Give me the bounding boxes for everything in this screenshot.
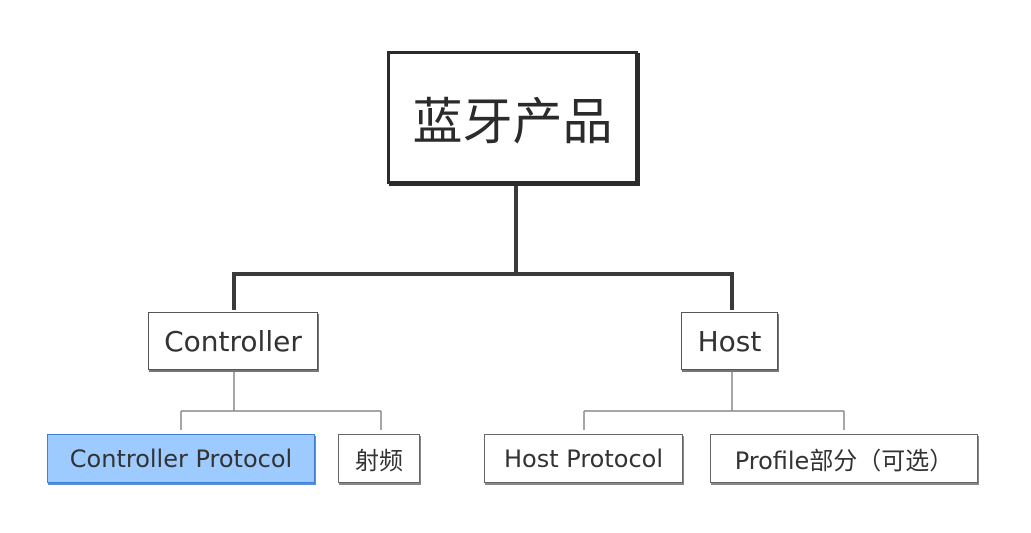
controller-node: Controller <box>148 312 318 370</box>
host-node: Host <box>681 312 778 370</box>
host-protocol-node-label: Host Protocol <box>504 444 663 473</box>
controller-node-label: Controller <box>164 324 302 358</box>
profile-node: Profile部分（可选） <box>710 434 978 483</box>
host-node-label: Host <box>697 324 762 358</box>
root-node: 蓝牙产品 <box>387 51 638 184</box>
rf-node-label: 射频 <box>355 447 403 475</box>
profile-node-label: Profile部分（可选） <box>734 447 954 475</box>
rf-node: 射频 <box>338 434 420 483</box>
controller-protocol-node-label: Controller Protocol <box>69 444 293 473</box>
host-protocol-node: Host Protocol <box>484 434 683 483</box>
controller-protocol-node: Controller Protocol <box>47 434 315 483</box>
root-node-label: 蓝牙产品 <box>412 92 613 151</box>
